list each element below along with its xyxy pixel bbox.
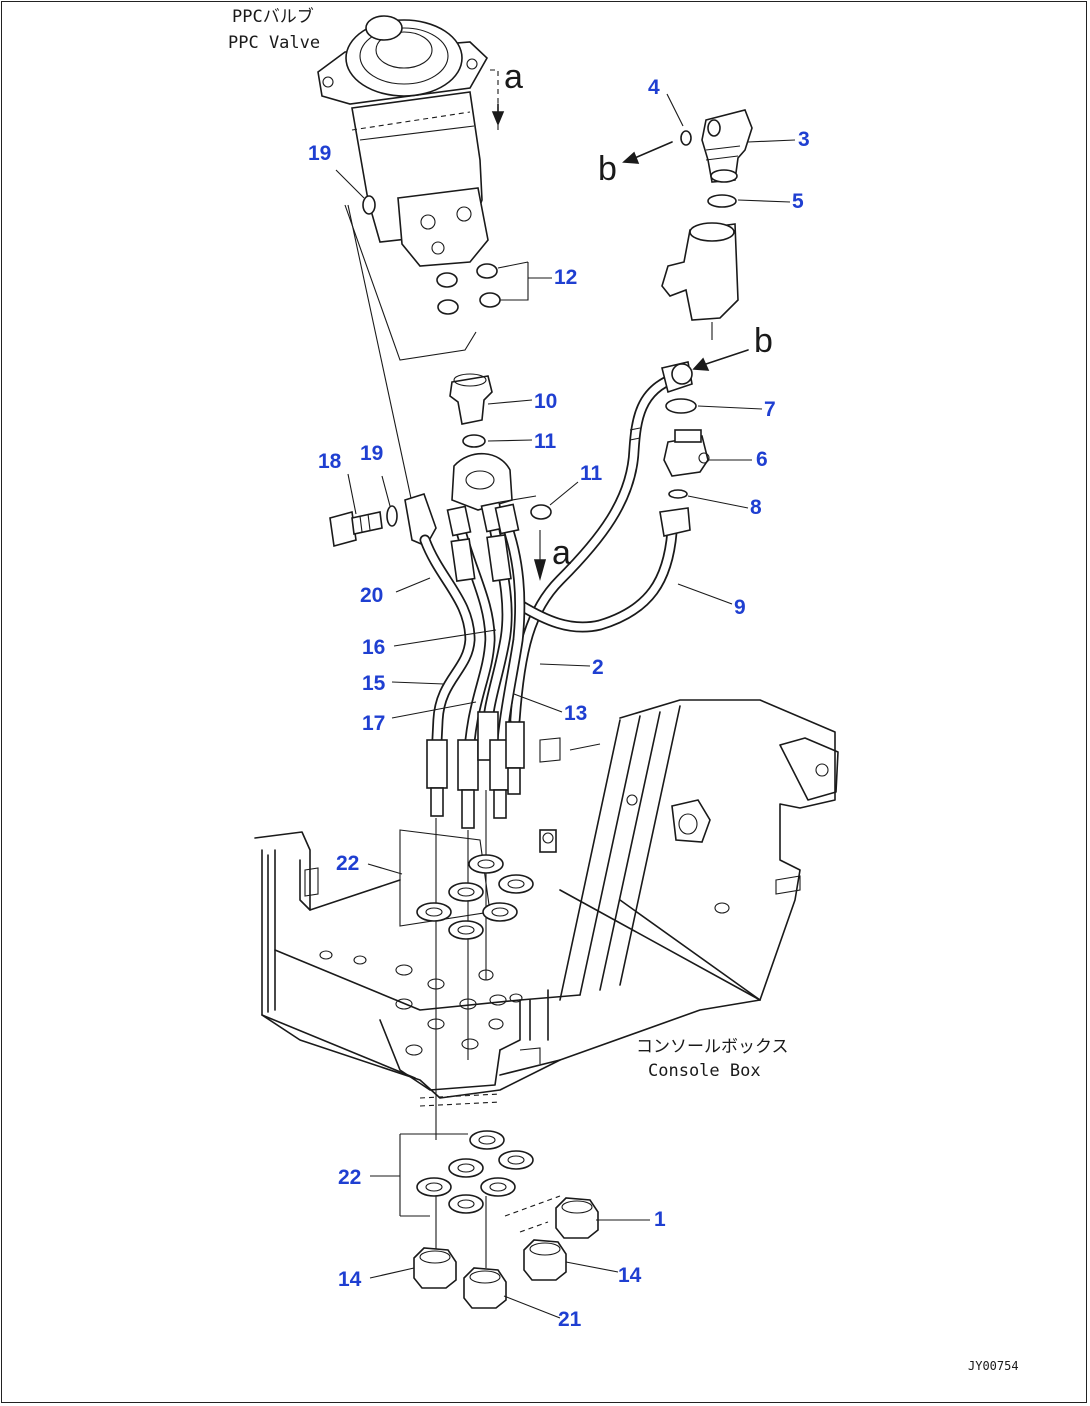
plug-10 <box>449 373 493 425</box>
callout-5: 5 <box>792 190 804 213</box>
nut-1 <box>555 1197 599 1239</box>
callout-14-left: 14 <box>338 1268 362 1291</box>
ppc-valve-label-en: PPC Valve <box>228 33 320 53</box>
console-box-label-en: Console Box <box>648 1061 761 1081</box>
hose-9 <box>514 507 691 633</box>
callout-19-lower: 19 <box>360 442 383 465</box>
callout-6: 6 <box>756 448 768 471</box>
elbow-fitting-3 <box>701 109 753 183</box>
o-ring-11-upper <box>462 434 486 448</box>
o-ring-set-12 <box>436 263 501 315</box>
callout-22-upper: 22 <box>336 852 359 875</box>
o-ring-7 <box>665 398 697 414</box>
ppc-valve-label-jp: PPCバルブ <box>232 6 314 27</box>
o-ring-8 <box>668 489 688 499</box>
callout-11-upper: 11 <box>534 430 557 453</box>
callout-16: 16 <box>362 636 385 659</box>
console-box-label-jp: コンソールボックス <box>636 1037 789 1057</box>
nut-14-left <box>413 1247 457 1289</box>
bolt-18 <box>329 510 383 548</box>
elbow-adaptor <box>404 493 437 548</box>
callout-21: 21 <box>558 1308 582 1331</box>
reference-b-lower: b <box>754 322 773 360</box>
callout-20: 20 <box>360 584 383 607</box>
callout-2: 2 <box>592 656 604 679</box>
callout-19-top: 19 <box>308 142 331 165</box>
callout-10: 10 <box>534 390 557 413</box>
o-ring-4 <box>680 130 692 146</box>
o-ring-19-top <box>362 195 376 215</box>
callout-4: 4 <box>648 76 660 99</box>
washer-19-lower <box>386 505 398 527</box>
nut-21 <box>463 1267 507 1309</box>
callout-8: 8 <box>750 496 762 519</box>
hose-2 <box>509 361 693 726</box>
hose-bundle <box>419 501 526 829</box>
connector-6 <box>663 429 710 477</box>
callout-12: 12 <box>554 266 577 289</box>
leader-lines <box>335 93 796 1319</box>
o-ring-11-lower <box>530 504 552 520</box>
callout-18: 18 <box>318 450 342 473</box>
reference-a-top: a <box>504 58 523 96</box>
callout-7: 7 <box>764 398 776 421</box>
console-box <box>254 699 839 1107</box>
nut-14-right <box>523 1239 567 1281</box>
callout-1: 1 <box>654 1208 666 1231</box>
callout-15: 15 <box>362 672 386 695</box>
washer-set-22-lower <box>416 1130 534 1214</box>
ppc-valve <box>317 15 505 267</box>
drawing-code: JY00754 <box>968 1359 1019 1373</box>
valve-housing <box>661 222 739 340</box>
callout-17: 17 <box>362 712 385 735</box>
washer-set-22-upper <box>399 829 534 940</box>
reference-b-upper: b <box>598 150 617 188</box>
callout-22-lower: 22 <box>338 1166 361 1189</box>
callout-14-right: 14 <box>618 1264 642 1287</box>
callout-13: 13 <box>564 702 587 725</box>
callout-3: 3 <box>798 128 810 151</box>
o-ring-5 <box>707 194 737 208</box>
callout-9: 9 <box>734 596 746 619</box>
callout-11-lower: 11 <box>580 462 603 485</box>
reference-a-middle: a <box>552 534 571 572</box>
